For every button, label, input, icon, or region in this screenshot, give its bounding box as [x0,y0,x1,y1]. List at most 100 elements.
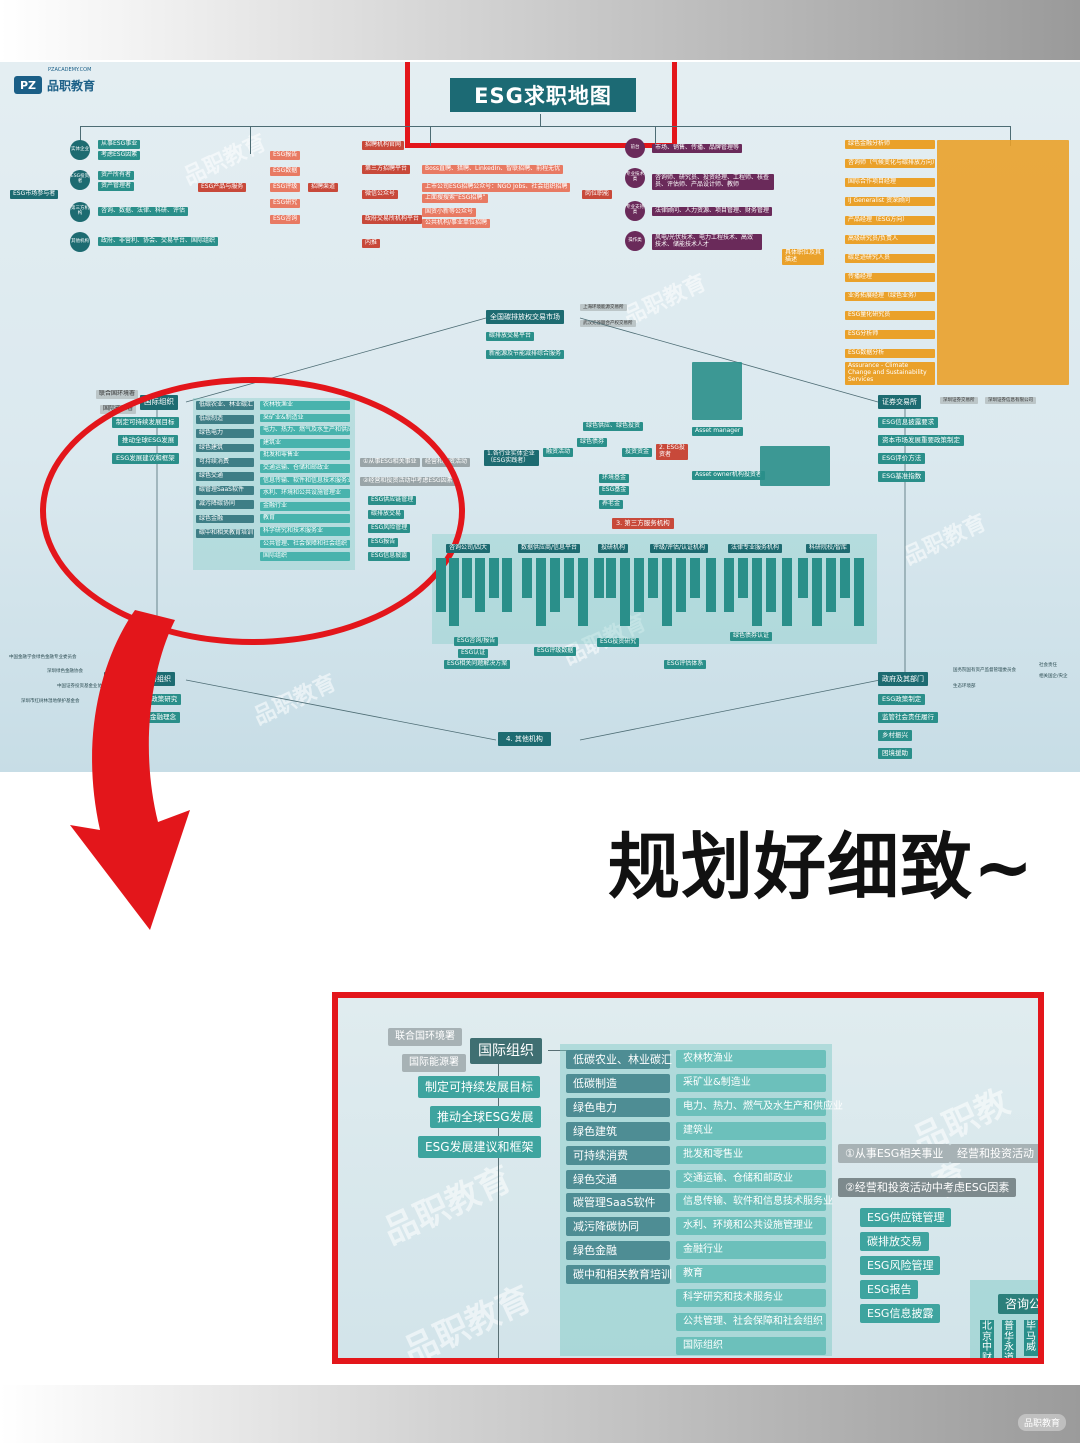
zoom-industry-item: 绿色金融 [566,1241,670,1261]
third-party-subcolumn [536,558,546,626]
job-item: IJ Generalist 资深顾问 [845,197,935,206]
zoom-option: ①从事ESG相关事业 [838,1144,951,1163]
investor-item: 融资活动 [543,448,574,457]
recruit-detail: 公共机构/事业单位招聘 [422,219,491,228]
third-sub: ESG评级数据 [534,647,577,656]
recruit-detail: 上市公司ESG招聘公众号：NGO Jobs、社会组织招聘 [422,183,571,192]
assoc-side: 深圳绿色金融协会 [47,669,83,674]
gov-node: 政府及其部门 [878,672,928,687]
left-item: 从事ESG事业 [98,140,141,149]
job-item: 国际合作项目经理 [845,178,935,187]
post-detail: 咨询师、研究员、投资经理、工程师、核查员、评估师、产品设计师、教师 [652,174,774,190]
third-sub: ESG咨询/报告 [454,637,499,646]
zoom-field-item: 批发和零售业 [676,1145,826,1164]
third-party-category: 评级/评估/认证机构 [650,544,709,553]
recruit-detail: Boss直聘、猎聘、LinkedIn、智联招聘、前程无忧 [422,165,564,174]
connector [250,126,251,154]
zoom-option: 经营和投资活动 [950,1144,1038,1163]
industry-field-item: 国际组织 [260,552,350,562]
connector [498,1048,499,1358]
esg-product-item: ESG报告 [270,151,301,160]
industry-item: 可持续消费 [196,457,254,467]
job-item: 绿色金融分析师 [845,140,935,149]
investor-item: 养老金 [599,500,624,509]
esg-product-item: ESG数据 [270,167,301,176]
job-item: Assurance - Climate Change and Sustainab… [845,362,935,385]
zoom-industry-item: 绿色交通 [566,1169,670,1189]
zoom-field-item: 采矿业&制造业 [676,1073,826,1092]
gov-item: ESG政策制定 [878,694,926,706]
industry-field-item: 科学研究和技术服务业 [260,527,350,536]
gov-item: 困境援助 [878,748,912,760]
job-item: 产品经理（ESG方向） [845,216,935,225]
third-party-category: 数据供应商/信息平台 [518,544,581,553]
post-category: 专业技术类 [625,168,645,188]
recruit-item: 第三方招聘平台 [362,165,411,174]
red-arrow-icon [70,610,190,930]
third-party-subcolumn [690,558,700,598]
left-item: 资产所有者 [98,171,135,180]
third-party-subcolumn [662,558,672,626]
job-item: 高级研究员/负责人 [845,235,935,244]
job-item: 业务拓展经理（绿色业务） [845,292,935,301]
recruit-item: 招聘机构官网 [362,141,405,150]
connector [540,114,541,126]
third-party-subcolumn [578,558,588,626]
post-detail: 市场、销售、传播、品牌管理等 [652,144,743,153]
connector [548,1050,568,1051]
assoc-side: 中国金融学会绿色金融专业委员会 [9,655,77,660]
industry-field-item: 电力、热力、燃气及水生产和供应业 [260,426,350,436]
recruit-detail: 上面搜搜索“ESG招聘” [422,194,489,203]
industry-field-item: 采矿业&制造业 [260,413,350,423]
third-party-subcolumn [449,558,459,626]
investor-item: 绿色债券 [577,438,608,447]
post-function-node: 岗位职能 [582,190,613,199]
connector [655,126,656,146]
category-investor: ESG投资者 [70,170,90,190]
industry-field-item: 批发和零售业 [260,451,350,461]
zoom-item: 制定可持续发展目标 [418,1076,541,1098]
industry-field-item: 交通运输、仓储和邮政业 [260,464,350,473]
third-party-subcolumn [648,558,658,598]
zoom-field-item: 信息传输、软件和信息技术服务业 [676,1193,833,1212]
esg-product-item: ESG评级 [270,183,301,192]
zoom-field-item: 教育 [676,1265,826,1284]
post-detail: 风电/光伏技术、电力工程技术、高效技术、储能技术人才 [652,234,762,250]
third-party-subcolumn [812,558,822,626]
market-participants-root: ESG市场参与者 [10,190,59,199]
third-sub: ESG相关问题解决方案 [444,660,511,669]
connector [80,126,1010,127]
logo-mark: PZ [14,76,42,94]
zoom-field-item: 国际组织 [676,1336,826,1355]
esg-product-item: ESG研究 [270,199,301,208]
zoom-esg-item: 碳排放交易 [860,1232,929,1251]
zoom-industry-item: 碳管理SaaS软件 [566,1193,670,1213]
watermark: 品职教育 [397,1278,538,1364]
esg-job-map: PZ 品职教育 PZACADEMY.COM ESG求职地图 品职教育 品职教育 … [0,62,1080,772]
industry-field-item: 信息传输、软件和信息技术服务业 [260,476,350,486]
investor-subitems [692,362,742,420]
third-party-category: 法律专业服务机构 [728,544,783,553]
third-party-subcolumn [706,558,716,612]
third-party-subcolumn [620,558,630,626]
third-party-subcolumn [489,558,499,598]
third-party-subcolumn [550,558,560,612]
recruit-channel-node: 招聘渠道 [308,183,339,192]
third-party-category: 投研机构 [598,544,629,553]
industry-item: 低碳制造 [196,415,254,425]
esg-product-item: ESG咨询 [270,215,301,224]
post-category: 专业支持类 [625,201,645,221]
carbon-market-item: 新能源及节能减排综合服务 [486,350,565,359]
industry-item: 绿色建筑 [196,443,254,453]
exchange-item: ESG信息披露要求 [878,417,939,429]
carbon-market-side: 武汉光谷联合产权交易所 [580,320,636,328]
assoc-item: 推广绿色金融理念 [120,712,180,724]
gov-item: 乡村振兴 [878,730,912,742]
job-item: 碳足迹研究人员 [845,254,935,263]
exchange-item: ESG评价方法 [878,453,926,465]
left-item: 资产管理者 [98,182,135,191]
recruit-item: 内推 [362,239,381,248]
bottom-gradient-bar: 品职教育 [0,1385,1080,1443]
zoom-industry-item: 碳中和相关教育培训 [566,1265,672,1285]
brand-logo: PZ 品职教育 PZACADEMY.COM [14,67,95,96]
